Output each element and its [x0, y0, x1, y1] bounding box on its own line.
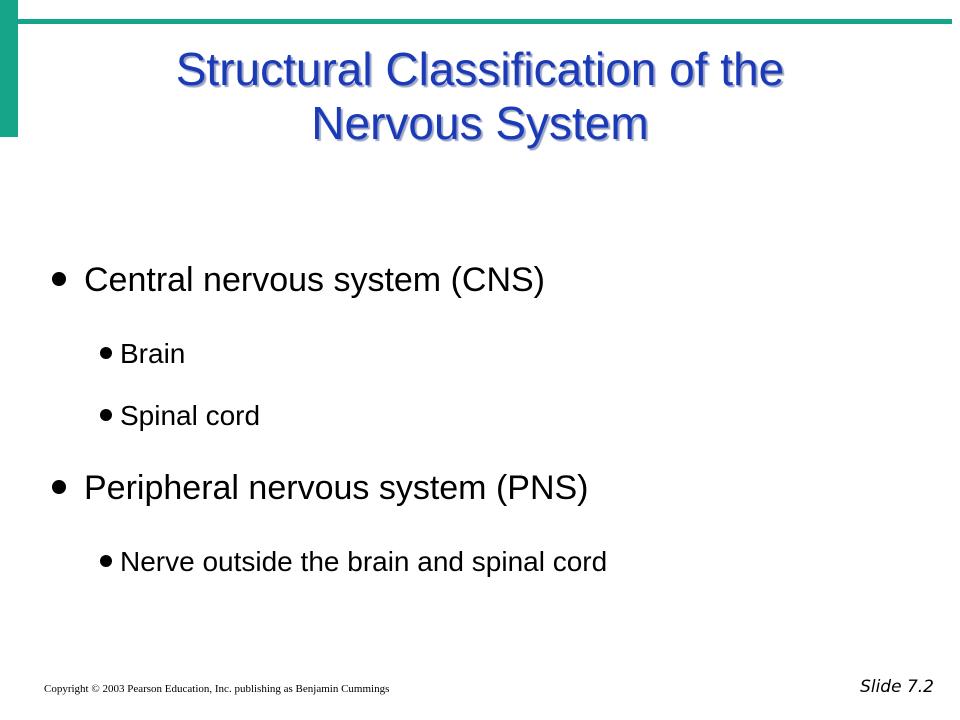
bullet-text: Nerve outside the brain and spinal cord	[120, 546, 608, 577]
bullet-text: Brain	[120, 338, 186, 369]
sub-bullet-item: Brain	[100, 337, 185, 371]
bullet-dot-icon	[100, 347, 112, 360]
sub-bullet-item: Nerve outside the brain and spinal cord	[100, 545, 607, 579]
slide-title-line-2: Nervous System	[311, 97, 649, 149]
slide-title: Structural Classification of the Nervous…	[60, 42, 900, 150]
bullet-text: Central nervous system (CNS)	[84, 261, 546, 299]
bullet-item: Peripheral nervous system (PNS)	[52, 468, 589, 508]
bullet-dot-icon	[52, 272, 66, 287]
bullet-text: Peripheral nervous system (PNS)	[84, 469, 589, 507]
bullet-dot-icon	[52, 480, 66, 495]
slide-title-line-1: Structural Classification of the	[175, 43, 785, 95]
accent-bar-horizontal	[18, 19, 952, 24]
bullet-dot-icon	[100, 555, 112, 568]
bullet-text: Spinal cord	[120, 400, 261, 431]
copyright-text: Copyright © 2003 Pearson Education, Inc.…	[44, 683, 390, 695]
accent-bar-vertical	[0, 0, 18, 137]
slide-number: Slide 7.2	[860, 677, 934, 697]
bullet-dot-icon	[100, 409, 112, 422]
bullet-item: Central nervous system (CNS)	[52, 260, 545, 300]
sub-bullet-item: Spinal cord	[100, 399, 260, 433]
